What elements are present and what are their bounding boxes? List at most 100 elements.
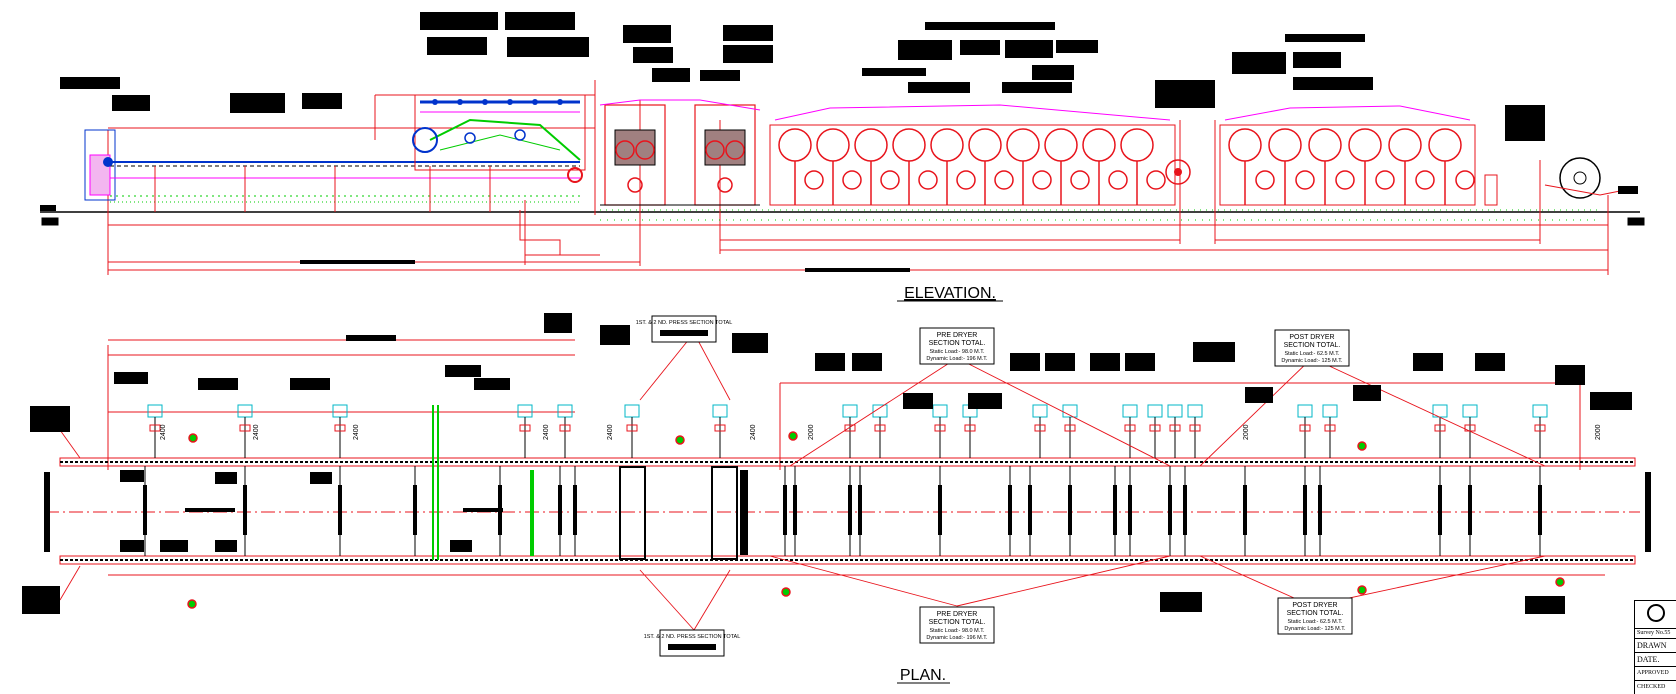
bearing: [1189, 424, 1201, 432]
bearing: [1064, 424, 1076, 432]
roll-body: [1318, 485, 1322, 535]
roll-body: [1113, 485, 1117, 535]
felt-roll: [1146, 170, 1166, 190]
dryer-cylinder: [1044, 128, 1078, 162]
dryer-cylinder: [930, 128, 964, 162]
roll-body: [1468, 485, 1472, 535]
felt-roll: [1335, 170, 1355, 190]
plan-rolls: [143, 466, 1542, 556]
felt-roll: [1375, 170, 1395, 190]
dryer-cylinder: [892, 128, 926, 162]
bearing: [1434, 424, 1446, 432]
roll-body: [1303, 485, 1307, 535]
title-block: Survey No.55 DRAWN DATE. APPROVED CHECKE…: [1634, 600, 1676, 694]
dimension-label: 2400: [543, 424, 550, 440]
dryer-cylinder: [1388, 128, 1422, 162]
plan-callouts: [22, 313, 1632, 614]
drive-motor: [1462, 404, 1478, 418]
pre-dryer-elevation: [769, 104, 1176, 206]
dimension-label: 2400: [353, 424, 360, 440]
felt-roll: [1455, 170, 1475, 190]
bearing: [559, 424, 571, 432]
drive-motor: [332, 404, 348, 418]
elevation-callouts: [40, 12, 1638, 272]
roll-body: [1538, 485, 1542, 535]
bearing: [1299, 424, 1311, 432]
drive-motor: [1322, 404, 1338, 418]
bearing: [1034, 424, 1046, 432]
svg-text:SECTION TOTAL.: SECTION TOTAL.: [929, 619, 986, 626]
bearing: [149, 424, 161, 432]
roll-body: [1243, 485, 1247, 535]
roll-body: [243, 485, 247, 535]
bearing: [626, 424, 638, 432]
dimension-label: 2000: [808, 424, 815, 440]
bearing: [1124, 424, 1136, 432]
svg-text:Dynamic Load:- 125 M.T.: Dynamic Load:- 125 M.T.: [1284, 626, 1346, 632]
dimension-label: 2000: [1243, 424, 1250, 440]
felt-roll: [1070, 170, 1090, 190]
roll-body: [143, 485, 147, 535]
drive-motor: [1147, 404, 1163, 418]
approved-field: APPROVED: [1635, 667, 1676, 681]
bearing: [844, 424, 856, 432]
roll-body: [558, 485, 562, 535]
ground-hatch: [41, 217, 1645, 226]
dryer-cylinder: [1268, 128, 1302, 162]
roll-body: [1008, 485, 1012, 535]
post-dryer-elevation: [1219, 105, 1476, 206]
svg-text:Static Load:- 62.5 M.T.: Static Load:- 62.5 M.T.: [1287, 619, 1342, 625]
dryer-cylinder: [854, 128, 888, 162]
roll-body: [1128, 485, 1132, 535]
drive-motor: [517, 404, 533, 418]
roll-body: [783, 485, 787, 535]
press-box-top: 1ST. & 2 ND. PRESS SECTION TOTAL: [636, 315, 732, 343]
dryer-cylinder: [1348, 128, 1382, 162]
bearing: [1149, 424, 1161, 432]
drive-motor: [1532, 404, 1548, 418]
drive-motor: [1187, 404, 1203, 418]
felt-roll: [842, 170, 862, 190]
press-box-bottom: 1ST. & 2 ND. PRESS SECTION TOTAL: [644, 629, 741, 657]
roll-body: [338, 485, 342, 535]
plan-view: PRE DRYER SECTION TOTAL. Static Load:- 9…: [22, 313, 1651, 684]
svg-text:1ST. & 2 ND. PRESS SECTION TOT: 1ST. & 2 ND. PRESS SECTION TOTAL: [644, 634, 741, 640]
felt-roll: [1032, 170, 1052, 190]
drive-motor: [147, 404, 163, 418]
svg-text:Static Load:- 98.0 M.T.: Static Load:- 98.0 M.T.: [929, 349, 984, 355]
svg-text:Dynamic Load:- 196 M.T.: Dynamic Load:- 196 M.T.: [926, 356, 988, 362]
felt-roll: [918, 170, 938, 190]
bearing: [1534, 424, 1546, 432]
bearing: [334, 424, 346, 432]
felt-roll: [1108, 170, 1128, 190]
svg-text:POST DRYER: POST DRYER: [1289, 334, 1334, 341]
dryer-cylinder: [1006, 128, 1040, 162]
reel-elevation: [1484, 157, 1626, 206]
drive-motor: [1297, 404, 1313, 418]
bearing: [519, 424, 531, 432]
svg-text:Static Load:- 62.5 M.T.: Static Load:- 62.5 M.T.: [1284, 351, 1339, 357]
dimension-label: 2400: [160, 424, 167, 440]
dryer-cylinder: [1428, 128, 1462, 162]
dryer-cylinder: [968, 128, 1002, 162]
logo-icon: [1647, 604, 1665, 622]
roll-body: [1028, 485, 1032, 535]
plan-markers: [187, 431, 1565, 609]
elevation-dimensions: [107, 80, 1609, 275]
dimension-label: 2400: [750, 424, 757, 440]
bearing: [964, 424, 976, 432]
roll-body: [1438, 485, 1442, 535]
roll-body: [1068, 485, 1072, 535]
checked-field: CHECKED: [1635, 681, 1676, 694]
drive-motor: [557, 404, 573, 418]
roll-body: [938, 485, 942, 535]
pre-dryer-box-top: PRE DRYER SECTION TOTAL. Static Load:- 9…: [919, 327, 995, 365]
bearing: [714, 424, 726, 432]
drive-stands: [147, 404, 1548, 458]
drive-motor: [712, 404, 728, 418]
leader-lines: [59, 332, 1546, 631]
elevation-view: ELEVATION.: [40, 12, 1645, 302]
svg-text:PRE DRYER: PRE DRYER: [937, 332, 978, 339]
roll-body: [1168, 485, 1172, 535]
